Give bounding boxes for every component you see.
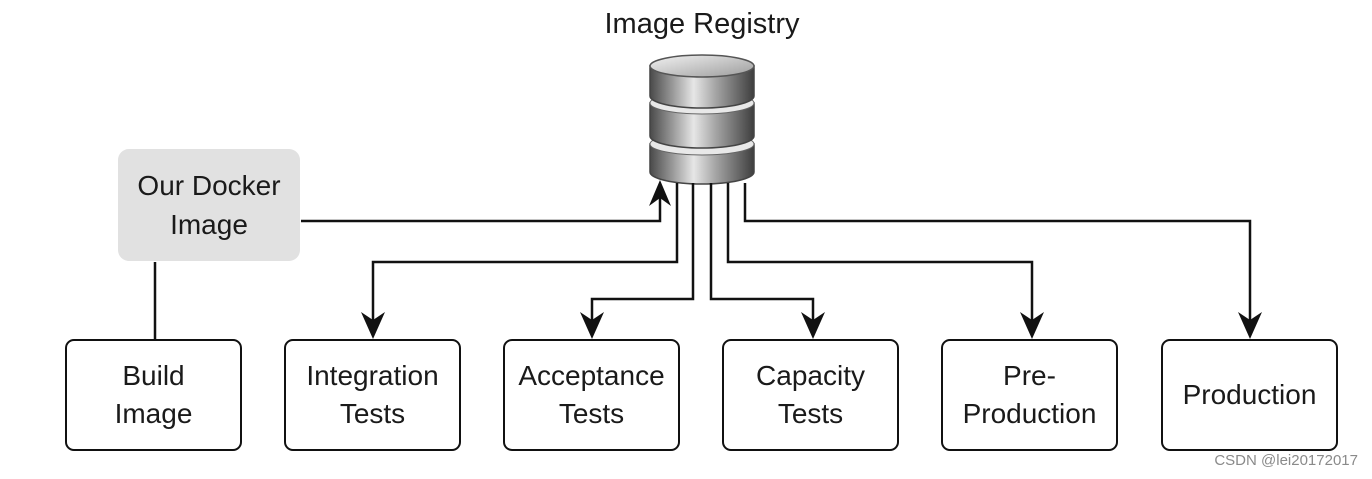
docker-image-label-line-1: Our Docker: [137, 170, 281, 201]
watermark: CSDN @lei20172017: [1214, 452, 1358, 469]
stage-acceptance-tests: Acceptance Tests: [503, 339, 680, 451]
stage-label-line-1: Build: [122, 360, 185, 391]
stage-label-line-2: Production: [962, 398, 1097, 429]
stage-build-image: Build Image: [65, 339, 242, 451]
stage-label-line-2: Tests: [339, 398, 406, 429]
arrow-docker-to-registry: [301, 194, 662, 223]
arrowhead-production: [1238, 312, 1262, 339]
arrow-registry-to-production: [743, 183, 1252, 326]
database-icon: [649, 54, 755, 185]
arrow-registry-to-preproduction: [726, 183, 1034, 326]
arrowhead-integration: [361, 312, 385, 339]
stage-label-line-1: Capacity: [756, 360, 865, 391]
arrowhead-capacity: [801, 312, 825, 339]
arrowhead-registry: [649, 180, 671, 206]
stage-production: Production: [1161, 339, 1338, 451]
stage-label-line-1: Production: [1182, 379, 1317, 410]
stage-pre-production: Pre- Production: [941, 339, 1118, 451]
stage-integration-tests: Integration Tests: [284, 339, 461, 451]
stage-label-line-1: Pre-: [1003, 360, 1056, 391]
stage-label-line-1: Acceptance: [518, 360, 665, 391]
arrow-registry-to-capacity: [709, 183, 815, 326]
stage-label-line-2: Tests: [558, 398, 625, 429]
stage-label-line-2: Tests: [777, 398, 844, 429]
stage-capacity-tests: Capacity Tests: [722, 339, 899, 451]
stage-label-line-2: Image: [114, 398, 193, 429]
docker-image-box: Our Docker Image: [118, 149, 300, 261]
arrowhead-acceptance: [580, 312, 604, 339]
arrow-registry-to-integration: [371, 183, 679, 326]
registry-title: Image Registry: [604, 8, 800, 40]
arrow-registry-to-acceptance: [590, 183, 695, 326]
stage-label-line-1: Integration: [306, 360, 439, 391]
docker-image-label-line-2: Image: [170, 209, 248, 240]
arrowhead-preproduction: [1020, 312, 1044, 339]
